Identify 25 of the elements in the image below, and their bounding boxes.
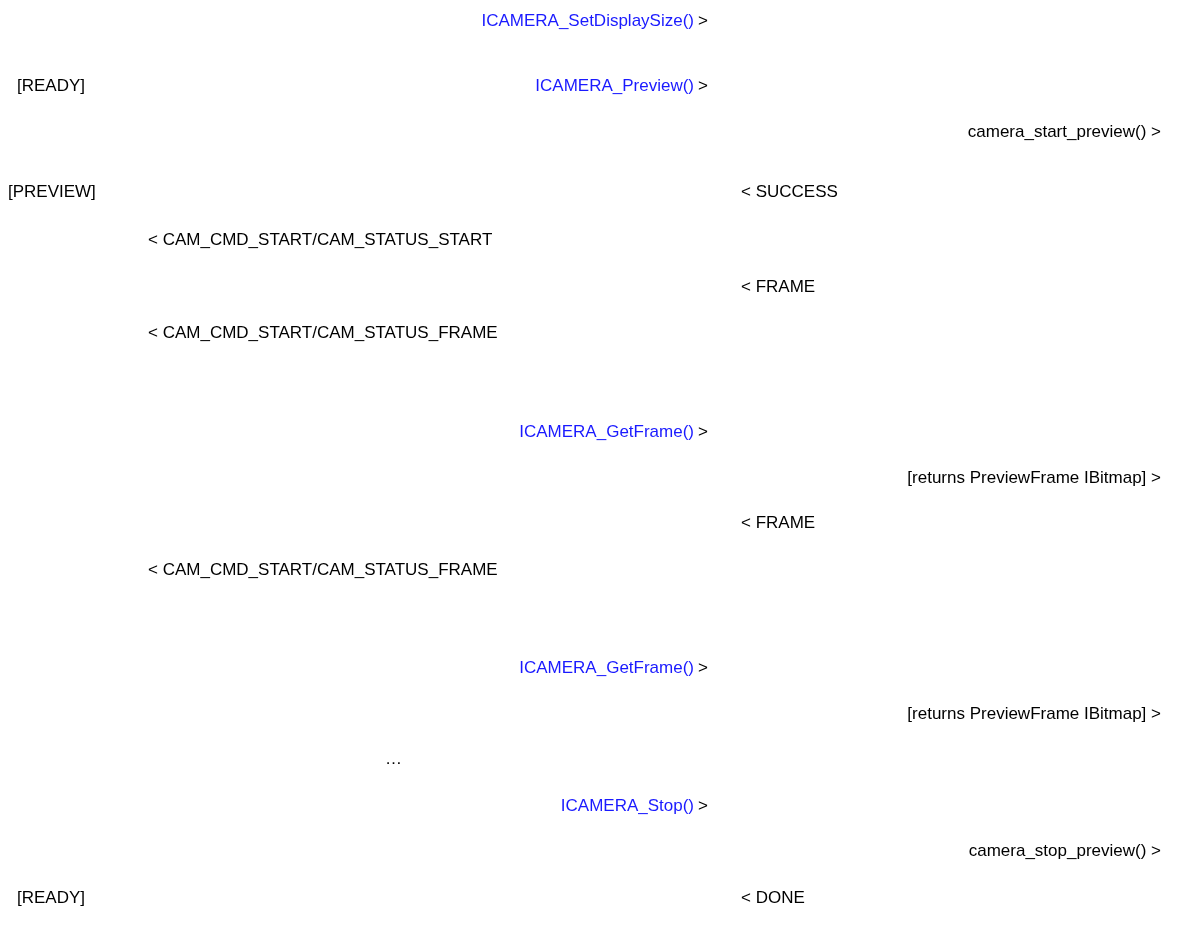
function-call-text: ICAMERA_Preview(): [535, 76, 694, 96]
state-label: [READY]: [17, 888, 86, 908]
arrow-sign-text: >: [698, 11, 708, 31]
message-text: < CAM_CMD_START/CAM_STATUS_START: [148, 230, 493, 250]
arrow-sign-text: >: [698, 76, 708, 96]
message-text: < FRAME: [741, 513, 816, 533]
message-text: < CAM_CMD_START/CAM_STATUS_FRAME: [148, 323, 498, 343]
message-text: < CAM_CMD_START/CAM_STATUS_FRAME: [148, 560, 498, 580]
message-text: camera_start_preview() >: [967, 122, 1161, 142]
state-label: [PREVIEW]: [8, 182, 96, 202]
ellipsis-text: …: [385, 749, 402, 769]
message-text: camera_stop_preview() >: [968, 841, 1161, 861]
function-call-text: ICAMERA_GetFrame(): [519, 658, 694, 678]
message-text: [returns PreviewFrame IBitmap] >: [907, 704, 1161, 724]
message-text: < DONE: [741, 888, 805, 908]
arrow-sign-text: >: [698, 658, 708, 678]
function-call-text: ICAMERA_GetFrame(): [519, 422, 694, 442]
arrow-sign-text: >: [698, 796, 708, 816]
function-call-text: ICAMERA_Stop(): [560, 796, 694, 816]
function-call-text: ICAMERA_SetDisplaySize(): [481, 11, 694, 31]
message-text: [returns PreviewFrame IBitmap] >: [907, 468, 1161, 488]
arrow-sign-text: >: [698, 422, 708, 442]
message-text: < FRAME: [741, 277, 816, 297]
message-text: < SUCCESS: [741, 182, 838, 202]
state-label: [READY]: [17, 76, 86, 96]
